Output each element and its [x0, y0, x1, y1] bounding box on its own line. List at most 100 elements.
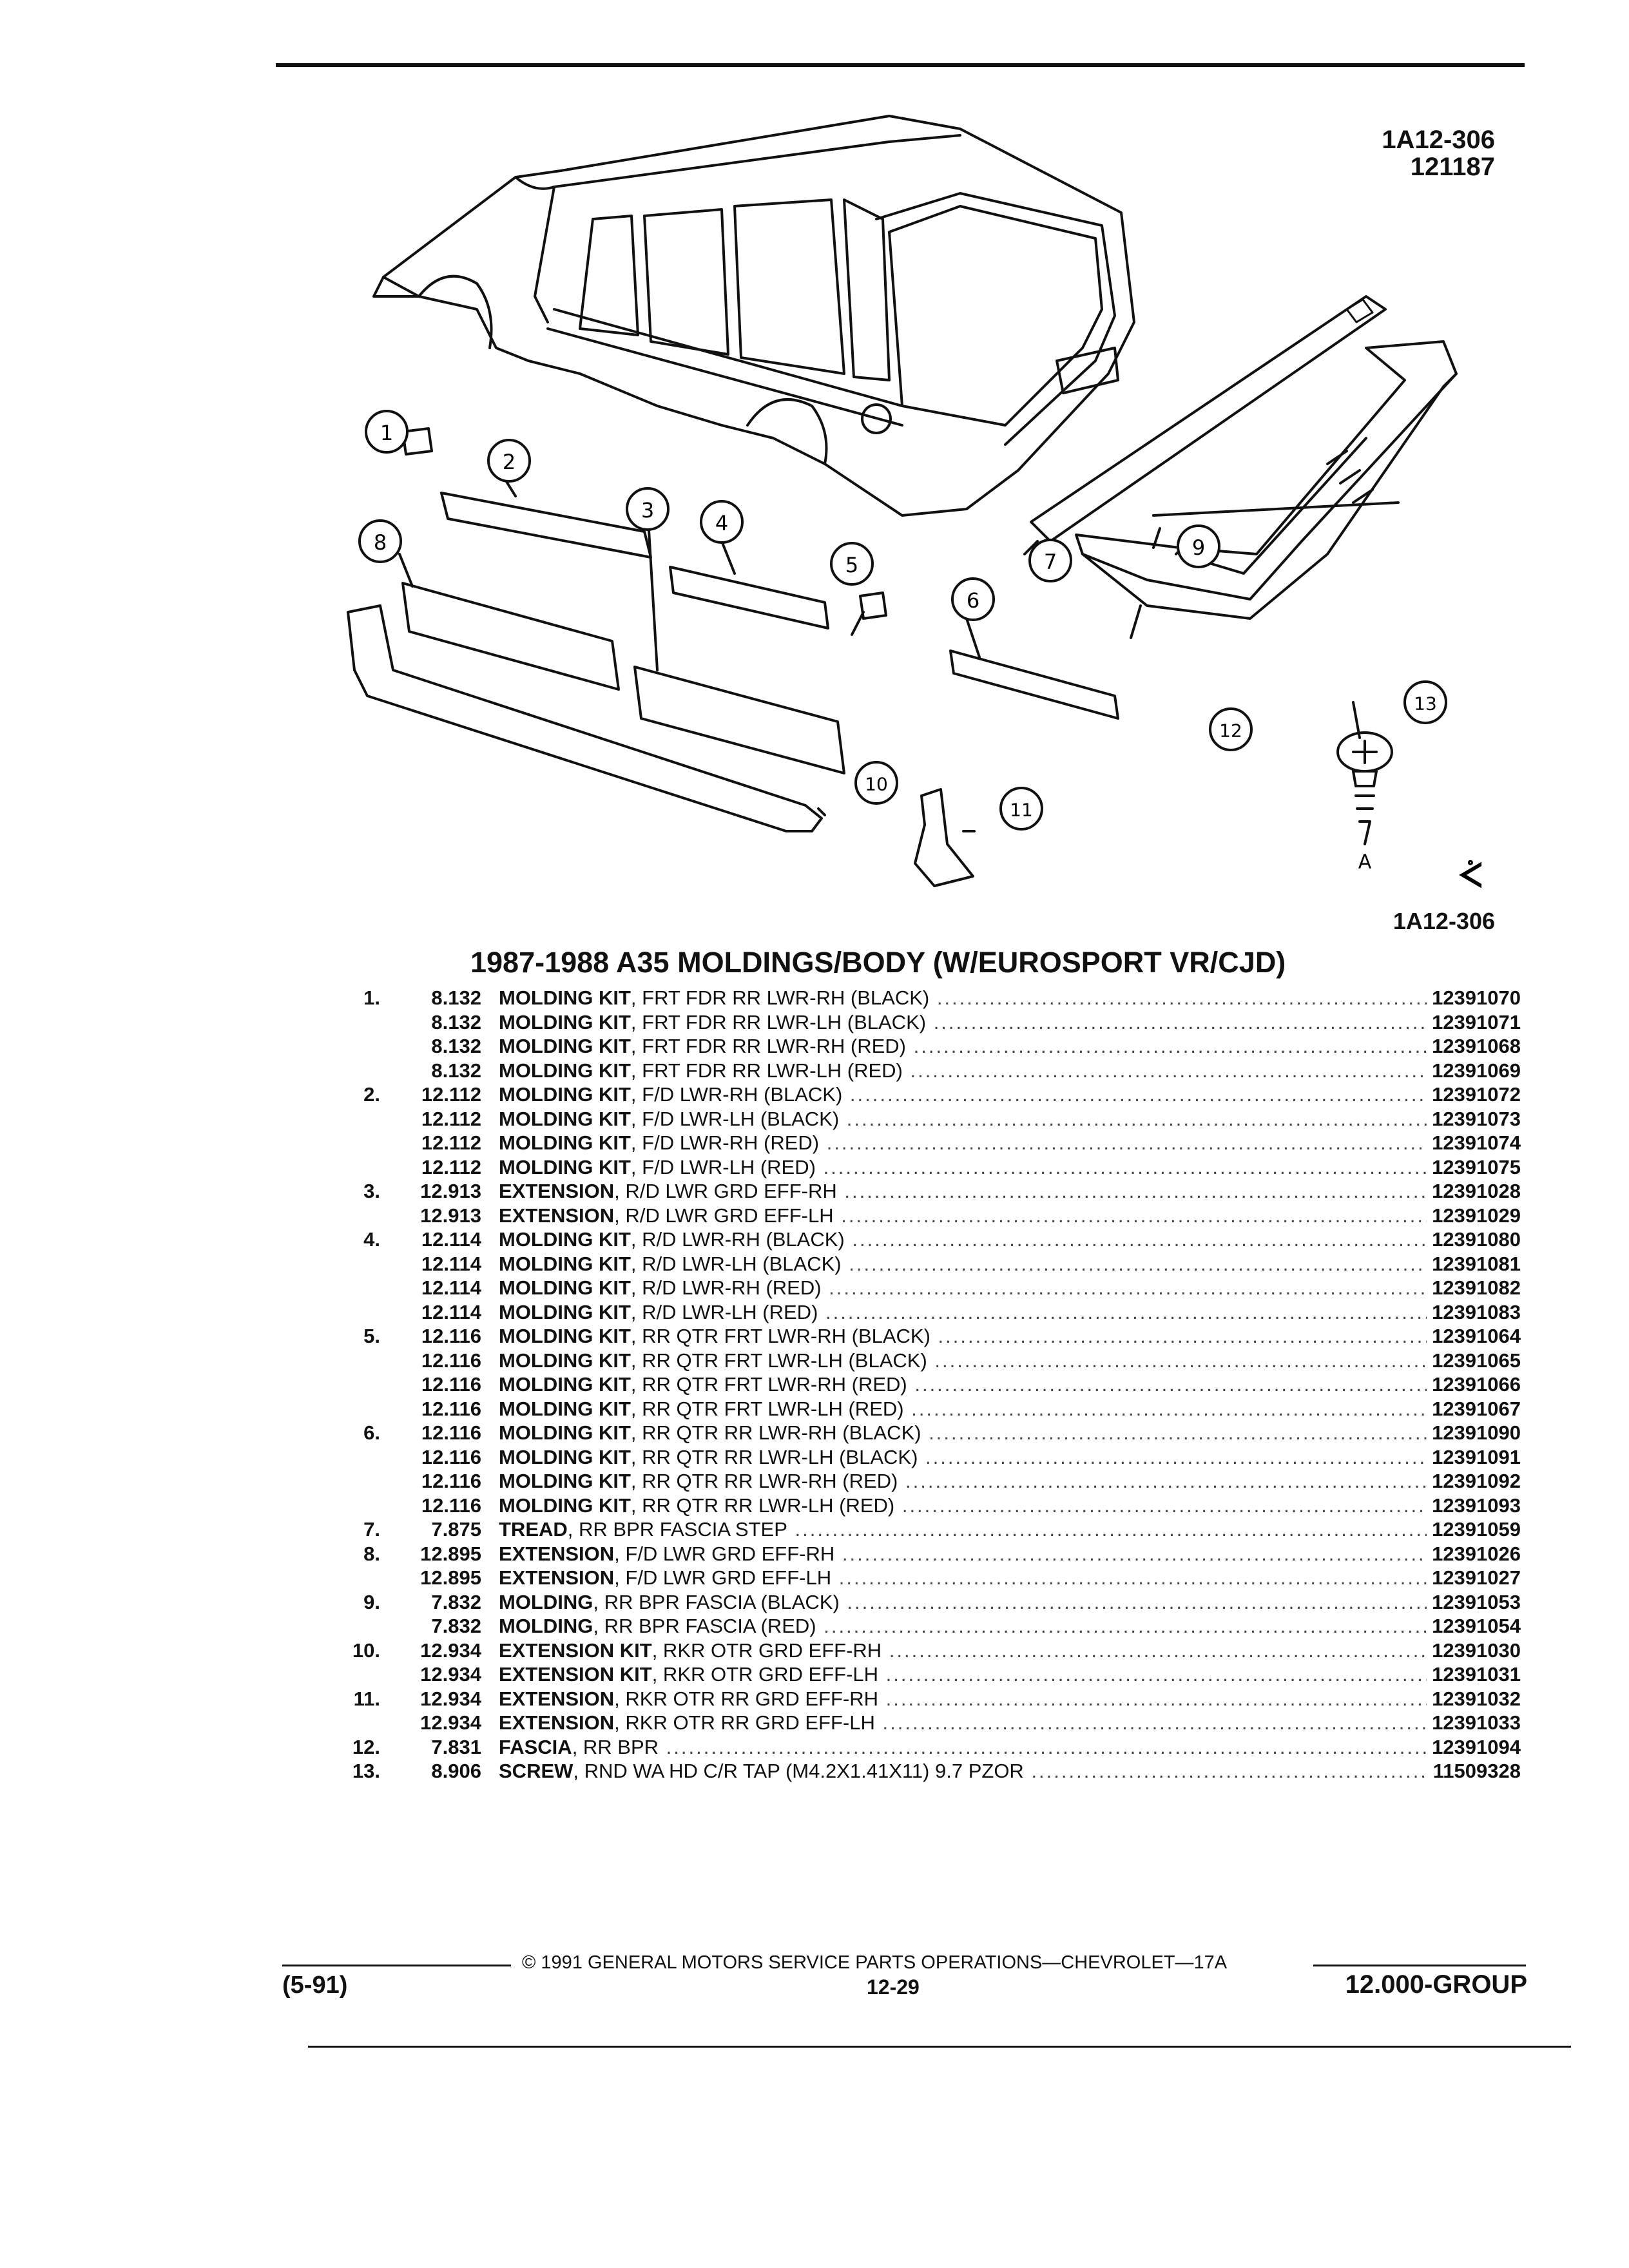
part-description: EXTENSION KIT, RKR OTR GRD EFF-LH ......…	[499, 1662, 1427, 1686]
footer-rule-left	[282, 1965, 511, 1966]
part-name: MOLDING KIT	[499, 1010, 631, 1033]
leader-dots: ........................................…	[825, 1300, 1427, 1323]
part-number: 12391068	[1432, 1035, 1521, 1057]
group-number: 12.112	[421, 1107, 481, 1130]
part-description: MOLDING KIT, F/D LWR-LH (RED) ..........…	[499, 1155, 1427, 1179]
leader-dots: ........................................…	[885, 1687, 1427, 1710]
part-description: FASCIA, RR BPR .........................…	[499, 1735, 1427, 1759]
leader-dots: ........................................…	[913, 1035, 1427, 1057]
part-description: EXTENSION, RKR OTR RR GRD EFF-LH .......…	[499, 1711, 1427, 1735]
revision-date: (5-91)	[282, 1972, 348, 1999]
part-number: 12391091	[1432, 1445, 1521, 1468]
part-description: MOLDING, RR BPR FASCIA (BLACK) .........…	[499, 1590, 1427, 1614]
group-number: 7.832	[431, 1615, 481, 1637]
group-number: 8.132	[431, 1059, 481, 1082]
part-name: EXTENSION	[499, 1542, 615, 1565]
callout-9: 9	[1177, 524, 1220, 568]
group-number: 12.114	[421, 1300, 481, 1323]
part-description: EXTENSION, RKR OTR RR GRD EFF-RH .......…	[499, 1687, 1427, 1711]
leader-dots: ........................................…	[1031, 1760, 1427, 1782]
part-name: MOLDING KIT	[499, 1252, 631, 1275]
part-description: TREAD, RR BPR FASCIA STEP ..............…	[499, 1517, 1427, 1541]
leader-dots: ........................................…	[824, 1615, 1427, 1637]
part-name: EXTENSION	[499, 1566, 615, 1589]
callout-5: 5	[830, 542, 874, 586]
part-number: 12391069	[1432, 1059, 1521, 1082]
part-detail: , RR QTR FRT LWR-LH (BLACK)	[630, 1349, 927, 1372]
part-number: 12391072	[1432, 1083, 1521, 1106]
part-number: 12391028	[1432, 1180, 1521, 1202]
part-detail: , F/D LWR-RH (BLACK)	[630, 1083, 843, 1106]
group-number: 12.116	[421, 1445, 481, 1468]
parts-row: 12.112 MOLDING KIT, F/D LWR-LH (BLACK) ..…	[335, 1107, 1521, 1131]
leader-dots: ........................................…	[889, 1639, 1427, 1662]
rear-quarter-rear-molding	[949, 649, 1119, 720]
part-number: 12391029	[1432, 1204, 1521, 1227]
part-detail: , RR BPR FASCIA (RED)	[593, 1615, 816, 1637]
part-detail: , RR QTR FRT LWR-RH (RED)	[630, 1373, 907, 1396]
svg-text:3: 3	[641, 498, 654, 523]
part-name: EXTENSION	[499, 1180, 615, 1202]
page-number: 12-29	[867, 1975, 920, 1999]
part-description: MOLDING KIT, RR QTR FRT LWR-RH (RED) ...…	[499, 1372, 1427, 1396]
leader-dots: ........................................…	[846, 1107, 1427, 1130]
ref-number: 1.	[363, 986, 380, 1009]
part-detail: , RKR OTR GRD EFF-LH	[651, 1663, 879, 1686]
part-detail: , RR BPR FASCIA STEP	[567, 1518, 787, 1541]
part-detail: , RKR OTR RR GRD EFF-RH	[614, 1687, 879, 1710]
group-number: 12.112	[421, 1083, 481, 1106]
ref-number: 13.	[352, 1760, 380, 1782]
group-number: 12.913	[420, 1204, 481, 1227]
svg-text:5: 5	[845, 553, 858, 577]
part-description: MOLDING KIT, R/D LWR-RH (RED) ..........…	[499, 1276, 1427, 1300]
leader-dots: ........................................…	[936, 986, 1427, 1009]
front-fender-molding	[401, 427, 433, 456]
part-name: MOLDING	[499, 1590, 593, 1613]
part-name: MOLDING KIT	[499, 1421, 631, 1444]
group-number: 12.114	[421, 1228, 481, 1251]
part-name: EXTENSION KIT	[499, 1639, 652, 1662]
part-detail: , F/D LWR-LH (BLACK)	[630, 1107, 840, 1130]
callouts: 1 2 3 4 5 6 7 8 9 10 11 12 13 A ᢵ	[358, 410, 1483, 896]
part-number: 12391031	[1432, 1663, 1521, 1686]
callout-4: 4	[700, 500, 744, 544]
bottom-rule	[308, 2046, 1571, 2048]
svg-text:2: 2	[503, 450, 516, 474]
part-description: MOLDING KIT, RR QTR RR LWR-RH (BLACK) ..…	[499, 1421, 1427, 1445]
rocker-extension	[347, 604, 823, 832]
part-detail: , R/D LWR-LH (RED)	[630, 1300, 818, 1323]
part-name: MOLDING KIT	[499, 1325, 631, 1347]
leader-dots: ........................................…	[841, 1204, 1427, 1227]
ref-number: 3.	[363, 1180, 380, 1202]
part-detail: , RND WA HD C/R TAP (M4.2X1.41X11) 9.7 P…	[573, 1760, 1024, 1782]
part-detail: , RKR OTR GRD EFF-RH	[651, 1639, 882, 1662]
part-name: MOLDING KIT	[499, 1300, 631, 1323]
group-number: 8.132	[431, 986, 481, 1009]
part-detail: , RKR OTR RR GRD EFF-LH	[614, 1711, 875, 1734]
leader-dots: ........................................…	[905, 1470, 1427, 1492]
part-detail: , F/D LWR-RH (RED)	[630, 1131, 820, 1154]
part-name: MOLDING KIT	[499, 1107, 631, 1130]
part-name: MOLDING KIT	[499, 1155, 631, 1178]
group-number: 12.112	[421, 1131, 481, 1154]
part-description: MOLDING KIT, RR QTR RR LWR-LH (BLACK) ..…	[499, 1445, 1427, 1469]
callout-13: 13	[1403, 680, 1447, 724]
leader-dots: ........................................…	[849, 1252, 1427, 1275]
group-number: 12.934	[420, 1663, 481, 1686]
part-number: 12391094	[1432, 1735, 1521, 1758]
part-detail: , FRT FDR RR LWR-RH (BLACK)	[630, 986, 930, 1009]
group-number: 12.114	[421, 1252, 481, 1275]
part-name: EXTENSION KIT	[499, 1663, 652, 1686]
